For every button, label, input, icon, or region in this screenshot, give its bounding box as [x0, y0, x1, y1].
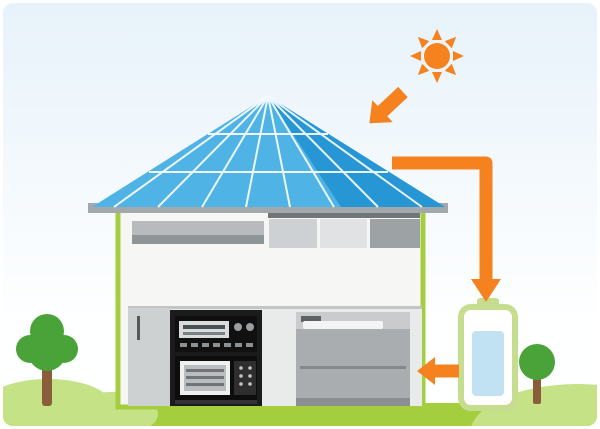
counter-backdrop-edge	[128, 306, 422, 309]
display-line	[183, 325, 225, 329]
sunlight-arrow-icon	[369, 86, 408, 124]
right-tree	[519, 344, 555, 404]
control-knob	[234, 323, 242, 331]
canopy-lobe	[28, 333, 66, 371]
grid-line	[201, 95, 269, 208]
sun-ray	[417, 63, 430, 76]
grid-line	[267, 95, 379, 208]
window-pane	[269, 219, 317, 248]
grid-line	[245, 95, 269, 208]
dishwasher-handle	[303, 321, 383, 329]
sun-rays	[410, 29, 464, 83]
button	[191, 343, 198, 347]
tall-cabinet	[128, 308, 170, 406]
range-hood	[132, 221, 264, 244]
range-hood-base	[132, 235, 264, 244]
grid-line	[267, 95, 423, 208]
sun-ray	[432, 72, 442, 83]
roof-to-battery-flow-line	[392, 156, 493, 281]
window-grill-line	[186, 376, 224, 379]
storage-battery-icon	[458, 298, 518, 411]
control-display	[179, 321, 229, 338]
unit-base-strip	[175, 400, 257, 404]
right-tree-canopy	[519, 344, 555, 380]
eave-shadow	[88, 203, 448, 213]
button	[213, 343, 220, 347]
battery-to-house-arrow-icon	[417, 357, 459, 385]
sun-ray	[432, 29, 442, 40]
house	[115, 204, 426, 410]
built-in-oven-microwave	[170, 310, 262, 406]
window-pane	[320, 219, 367, 248]
roof-side-face	[268, 96, 445, 207]
button-row	[180, 343, 253, 347]
button	[202, 343, 209, 347]
keypad-dots	[239, 366, 252, 386]
kick-plate	[296, 398, 410, 406]
left-tree	[16, 314, 78, 406]
range-hood-top	[132, 221, 264, 237]
sun-ray	[444, 63, 457, 76]
cabinet-front	[128, 308, 170, 406]
grid-line	[267, 95, 335, 208]
sun-ray	[410, 51, 421, 61]
kitchen-appliances	[128, 306, 422, 406]
keypad-dot	[248, 374, 252, 378]
right-hill	[470, 384, 597, 426]
grid-line	[113, 95, 269, 208]
window-grill-line	[186, 383, 224, 386]
control-knob	[246, 323, 254, 331]
right-tree-trunk	[533, 374, 541, 404]
keypad-dot	[239, 366, 243, 370]
dishwasher-control	[301, 316, 321, 322]
sun-ray	[417, 36, 430, 49]
sun-ray	[444, 36, 457, 49]
display-line	[183, 332, 225, 335]
upper-windows	[268, 213, 420, 248]
sun-icon	[410, 29, 464, 83]
grid-line	[267, 95, 291, 208]
button	[235, 343, 242, 347]
button	[224, 343, 231, 347]
sun-core	[424, 43, 450, 69]
keypad-dot	[248, 382, 252, 386]
dishwasher	[296, 312, 410, 406]
grid-line	[157, 95, 269, 208]
keypad-dot	[248, 366, 252, 370]
battery-charge-level	[472, 331, 504, 396]
window-header	[268, 213, 420, 218]
button	[246, 343, 253, 347]
door-groove	[300, 366, 406, 369]
left-tree-canopy	[16, 314, 78, 371]
roof-to-battery-arrowhead-icon	[471, 279, 501, 302]
sun-ray	[453, 51, 464, 61]
button	[180, 343, 187, 347]
window-grill-line	[186, 369, 224, 372]
keypad-dot	[239, 382, 243, 386]
left-tree-trunk	[42, 362, 52, 406]
cabinet-handle	[137, 316, 140, 340]
solar-panel-grid	[113, 95, 423, 208]
energy-flow-arrows	[369, 86, 501, 385]
window-pane	[370, 219, 420, 248]
solar-panel-roof	[88, 95, 448, 213]
microwave-keypad	[234, 361, 256, 395]
keypad-dot	[239, 374, 243, 378]
